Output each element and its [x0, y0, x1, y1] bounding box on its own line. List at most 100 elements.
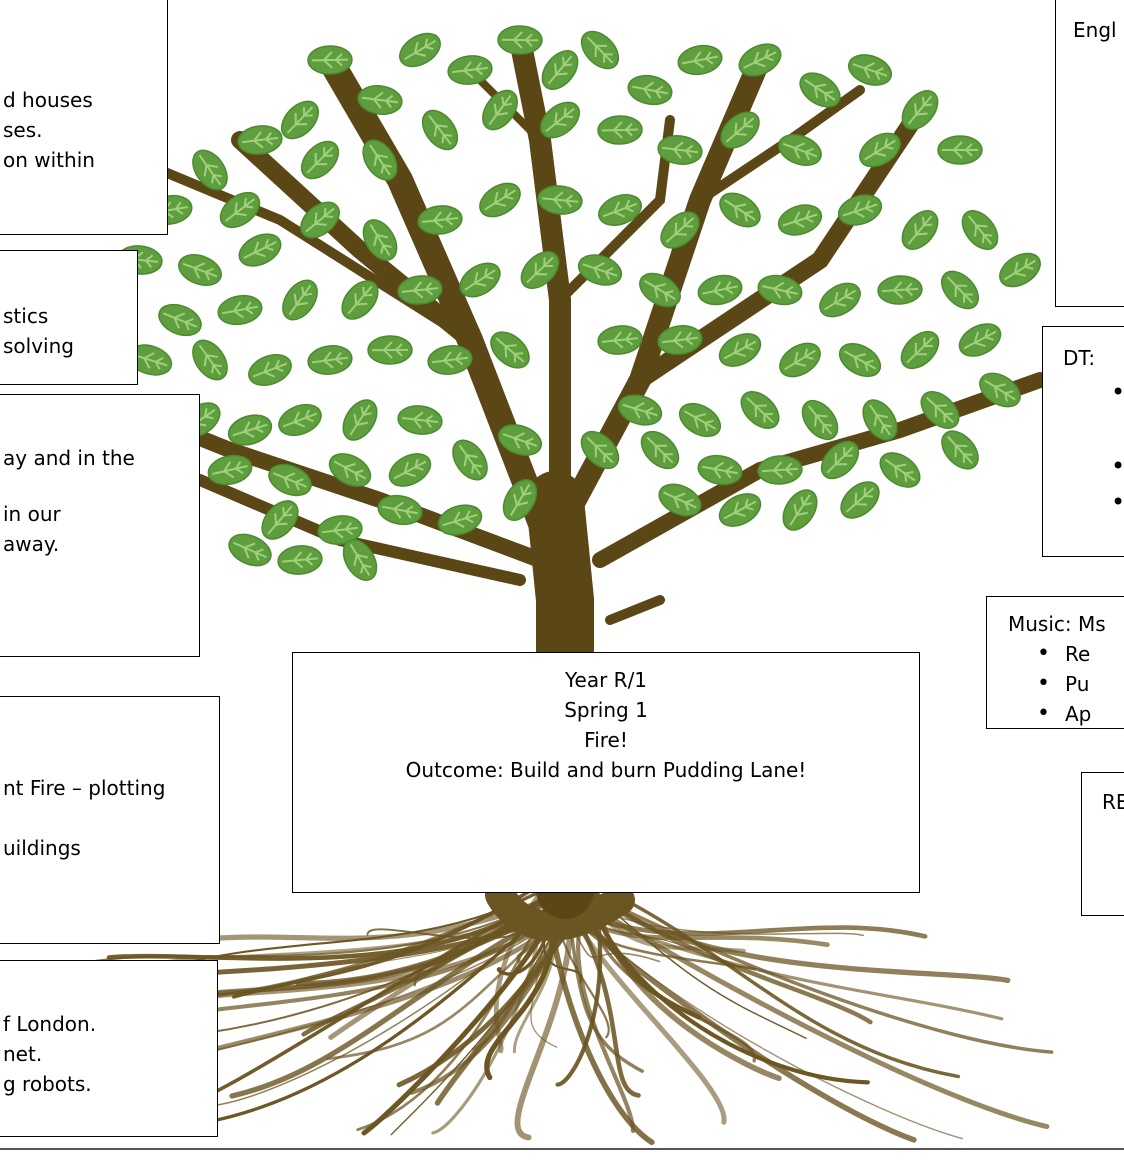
dt-title: DT: [1063, 346, 1096, 370]
dt-bullet-3: • [1111, 488, 1124, 516]
leaf [697, 454, 743, 486]
leaf [537, 185, 583, 215]
leaf [397, 275, 443, 305]
box-english: Engl • • • • • [1055, 0, 1124, 307]
english-title: Engl [1073, 18, 1117, 42]
music-title: Music: Ms [1008, 612, 1106, 636]
leaf [261, 500, 299, 540]
leaf [307, 45, 353, 75]
leaf [178, 254, 222, 286]
box-dt: DT: • • • [1042, 326, 1124, 557]
leaf [840, 481, 880, 519]
leaf [219, 191, 261, 229]
leaf [282, 279, 318, 321]
leaf [757, 455, 803, 485]
left-five-line-2: net. [3, 1042, 43, 1066]
leaf [862, 399, 898, 441]
leaf [497, 424, 543, 456]
left-four-line-3: uildings [3, 836, 81, 860]
leaf [778, 134, 822, 166]
leaf [192, 149, 228, 191]
leaf [362, 139, 398, 181]
leaf [941, 430, 979, 470]
leaf [879, 452, 921, 488]
leaf [847, 54, 893, 86]
leaf [341, 280, 379, 320]
re-title: RE [1102, 790, 1124, 814]
leaf [248, 353, 292, 387]
left-five-line-1: f London. [3, 1012, 97, 1036]
leaf [479, 182, 521, 218]
left-four-line-2 [3, 803, 219, 833]
leaf [819, 282, 861, 318]
leaf [799, 72, 841, 108]
leaf [452, 439, 488, 481]
leaf [627, 74, 673, 106]
left-three-line-4: away. [3, 532, 60, 556]
leaf [217, 294, 263, 326]
leaf [237, 125, 283, 155]
leaf [738, 43, 782, 77]
leaf [697, 274, 743, 306]
leaf [577, 254, 623, 286]
box-left-four: nt Fire – plotting uildings [0, 696, 220, 944]
leaf [317, 515, 363, 545]
leaf [940, 270, 980, 310]
leaf [658, 483, 702, 517]
music-item-1: Re [1037, 639, 1124, 669]
leaf [490, 331, 530, 369]
leaf [397, 405, 443, 435]
leaf [541, 50, 579, 90]
topic-title: Fire! [584, 728, 628, 752]
root-strand [555, 886, 603, 1087]
leaf [328, 453, 372, 487]
leaf [740, 391, 780, 429]
leaf [979, 372, 1021, 408]
leaf [238, 233, 282, 267]
leaf [278, 403, 322, 437]
leaf [580, 430, 620, 470]
leaf [399, 32, 441, 68]
left-four-line-1: nt Fire – plotting [3, 776, 166, 800]
leaf [367, 335, 413, 365]
leaf [497, 25, 543, 55]
box-re: RE [1081, 772, 1124, 916]
leaf [158, 303, 202, 337]
leaf [597, 325, 643, 355]
leaf [779, 342, 821, 378]
music-item-3: Ap [1037, 699, 1124, 728]
leaf [192, 339, 228, 381]
leaf [877, 275, 923, 305]
leaf [718, 493, 762, 527]
leaf [362, 219, 398, 261]
leaf [937, 135, 983, 165]
leaf [228, 533, 272, 567]
box-top-left: d houses ses. on within [0, 0, 168, 235]
topic-box: Year R/1 Spring 1 Fire! Outcome: Build a… [292, 652, 920, 893]
tree-leaves [117, 25, 1041, 581]
top-left-line-3: on within [3, 148, 95, 172]
leaf [598, 194, 642, 226]
box-left-five: f London. net. g robots. [0, 960, 218, 1137]
top-left-line-2: ses. [3, 118, 43, 142]
dt-bullet-2: • [1111, 452, 1124, 480]
leaf [677, 44, 723, 76]
leaf [357, 85, 403, 115]
leaf [459, 262, 501, 298]
year-label: Year R/1 [564, 668, 648, 692]
leaf [657, 325, 703, 355]
leaf [307, 345, 353, 375]
leaf [342, 399, 378, 441]
leaf [820, 440, 860, 480]
leaf [719, 192, 761, 228]
leaf [482, 89, 518, 131]
leaf [859, 132, 901, 168]
leaf [300, 201, 340, 239]
leaf [597, 115, 643, 145]
root-base [485, 880, 635, 941]
leaf [127, 344, 173, 376]
leaf [718, 333, 762, 367]
leaf [639, 272, 681, 308]
root-strand [544, 893, 1004, 1021]
